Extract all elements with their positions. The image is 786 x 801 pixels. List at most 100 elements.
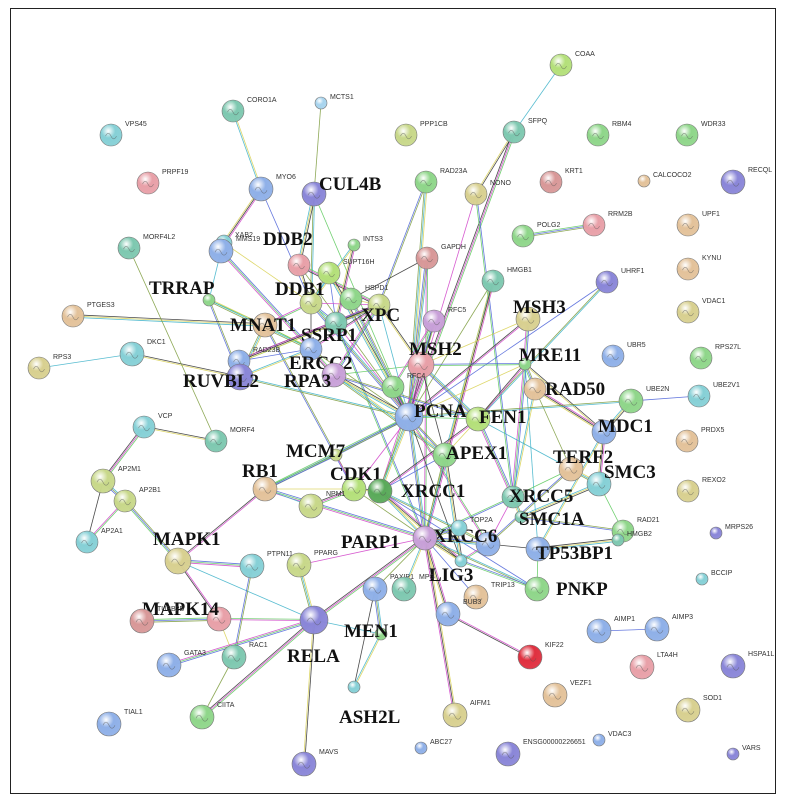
node-bubble[interactable] (391, 576, 417, 602)
node-bubble[interactable] (347, 680, 361, 694)
node-bubble[interactable] (435, 601, 461, 627)
node-rb1[interactable]: RB1 (242, 461, 278, 502)
node-tubb2b[interactable]: TUBB2B (129, 606, 185, 634)
node-bubble[interactable] (676, 257, 700, 281)
node-bubble[interactable] (442, 702, 468, 728)
node-bubble[interactable] (347, 238, 361, 252)
node-msh2[interactable]: MSH2 (407, 339, 462, 379)
node-bubble[interactable] (248, 176, 274, 202)
node-trrap[interactable]: TRRAP (149, 278, 216, 307)
node-trip13[interactable]: TRIP13 (463, 582, 515, 610)
node-mavs[interactable]: MAVS (291, 749, 339, 777)
node-bubble[interactable] (132, 415, 156, 439)
node-bubble[interactable] (464, 182, 488, 206)
node-aimp3[interactable]: AIMP3 (644, 614, 693, 642)
node-bubble[interactable] (129, 608, 155, 634)
node-pnkp[interactable]: PNKP (524, 576, 608, 602)
node-bubble[interactable] (518, 357, 532, 371)
node-bubble[interactable] (394, 402, 424, 432)
node-bubble[interactable] (208, 238, 234, 264)
node-bubble[interactable] (502, 120, 526, 144)
node-rfc5[interactable]: RFC5 (422, 307, 466, 333)
node-rad23a[interactable]: RAD23A (414, 168, 468, 194)
node-ints3[interactable]: INTS3 (347, 236, 383, 252)
node-abc27[interactable]: ABC27 (414, 739, 452, 755)
node-npm1[interactable]: NPM1 (298, 491, 346, 519)
node-bubble[interactable] (61, 304, 85, 328)
node-bubble[interactable] (454, 554, 468, 568)
node-morf4l2[interactable]: MORF4L2 (117, 234, 175, 260)
node-ash2l[interactable]: ASH2L (339, 680, 400, 728)
node-mpg[interactable]: MPG (391, 574, 435, 602)
node-bubble[interactable] (75, 530, 99, 554)
node-sfpq[interactable]: SFPQ (502, 118, 548, 144)
node-ciita[interactable]: CIITA (189, 702, 235, 730)
node-rac1[interactable]: RAC1 (221, 642, 268, 670)
node-bubble[interactable] (164, 547, 192, 575)
node-bubble[interactable] (287, 253, 311, 277)
node-cdk1[interactable]: CDK1 (330, 464, 382, 502)
node-bubble[interactable] (414, 170, 438, 194)
node-bubble[interactable] (374, 627, 388, 641)
node-bubble[interactable] (689, 346, 713, 370)
node-bubble[interactable] (317, 261, 341, 285)
node-rela[interactable]: RELA (287, 605, 340, 667)
node-coro1a[interactable]: CORO1A (221, 97, 277, 123)
node-bubble[interactable] (136, 171, 160, 195)
node-krt1[interactable]: KRT1 (539, 168, 583, 194)
node-ptpn11[interactable]: PTPN11 (239, 551, 293, 579)
node-bubble[interactable] (221, 99, 245, 123)
node-kif22[interactable]: KIF22 (517, 642, 564, 670)
node-hmgb2[interactable]: HMGB2 (611, 531, 652, 547)
node-bubble[interactable] (286, 552, 312, 578)
node-bubble[interactable] (252, 476, 278, 502)
node-ube2n[interactable]: UBE2N (618, 386, 669, 414)
node-nono[interactable]: NONO (464, 180, 512, 206)
node-parp1[interactable]: PARP1 (341, 525, 438, 553)
node-bubble[interactable] (341, 476, 367, 502)
node-xrcc5[interactable]: XRCC5 (501, 485, 573, 509)
node-upf1[interactable]: UPF1 (676, 211, 720, 237)
node-ddb1[interactable]: DDB1 (275, 279, 325, 315)
node-lta4h[interactable]: LTA4H (629, 652, 678, 680)
node-mcm7[interactable]: MCM7 (286, 441, 346, 462)
node-polg2[interactable]: POLG2 (511, 222, 560, 248)
node-bubble[interactable] (549, 53, 573, 77)
node-bubble[interactable] (239, 553, 265, 579)
node-bubble[interactable] (720, 169, 746, 195)
node-xpc[interactable]: XPC (361, 293, 400, 326)
node-bubble[interactable] (394, 123, 418, 147)
node-mms19[interactable]: MMS19 (208, 236, 260, 264)
node-xrcc1[interactable]: XRCC1 (367, 478, 465, 504)
node-rps27l[interactable]: RPS27L (689, 344, 741, 370)
node-ap2a1[interactable]: AP2A1 (75, 528, 123, 554)
node-bubble[interactable] (226, 363, 254, 391)
node-bubble[interactable] (515, 306, 541, 332)
node-bubble[interactable] (412, 525, 438, 551)
node-bubble[interactable] (156, 652, 182, 678)
node-xrcc6[interactable]: XRCC6 (433, 526, 501, 557)
node-bubble[interactable] (291, 751, 317, 777)
node-bubble[interactable] (542, 682, 568, 708)
node-bubble[interactable] (675, 429, 699, 453)
node-bubble[interactable] (117, 236, 141, 260)
node-ubr5[interactable]: UBR5 (601, 342, 646, 368)
node-mrps26[interactable]: MRPS26 (709, 524, 753, 540)
node-bubble[interactable] (329, 448, 343, 462)
node-rbm4[interactable]: RBM4 (586, 121, 632, 147)
node-bubble[interactable] (299, 291, 323, 315)
node-bubble[interactable] (221, 644, 247, 670)
node-ruvbl2[interactable]: RUVBL2 (183, 363, 259, 392)
node-bubble[interactable] (675, 697, 701, 723)
node-vdac3[interactable]: VDAC3 (592, 731, 631, 747)
node-bubble[interactable] (687, 384, 711, 408)
node-mcts1[interactable]: MCTS1 (314, 94, 354, 110)
node-ptges3[interactable]: PTGES3 (61, 302, 115, 328)
node-sod1[interactable]: SOD1 (675, 695, 722, 723)
node-gapdh[interactable]: GAPDH (415, 244, 466, 270)
node-tial1[interactable]: TIAL1 (96, 709, 143, 737)
node-bub3[interactable]: BUB3 (435, 599, 481, 627)
node-bubble[interactable] (202, 293, 216, 307)
node-bubble[interactable] (495, 741, 521, 767)
node-bubble[interactable] (113, 489, 137, 513)
